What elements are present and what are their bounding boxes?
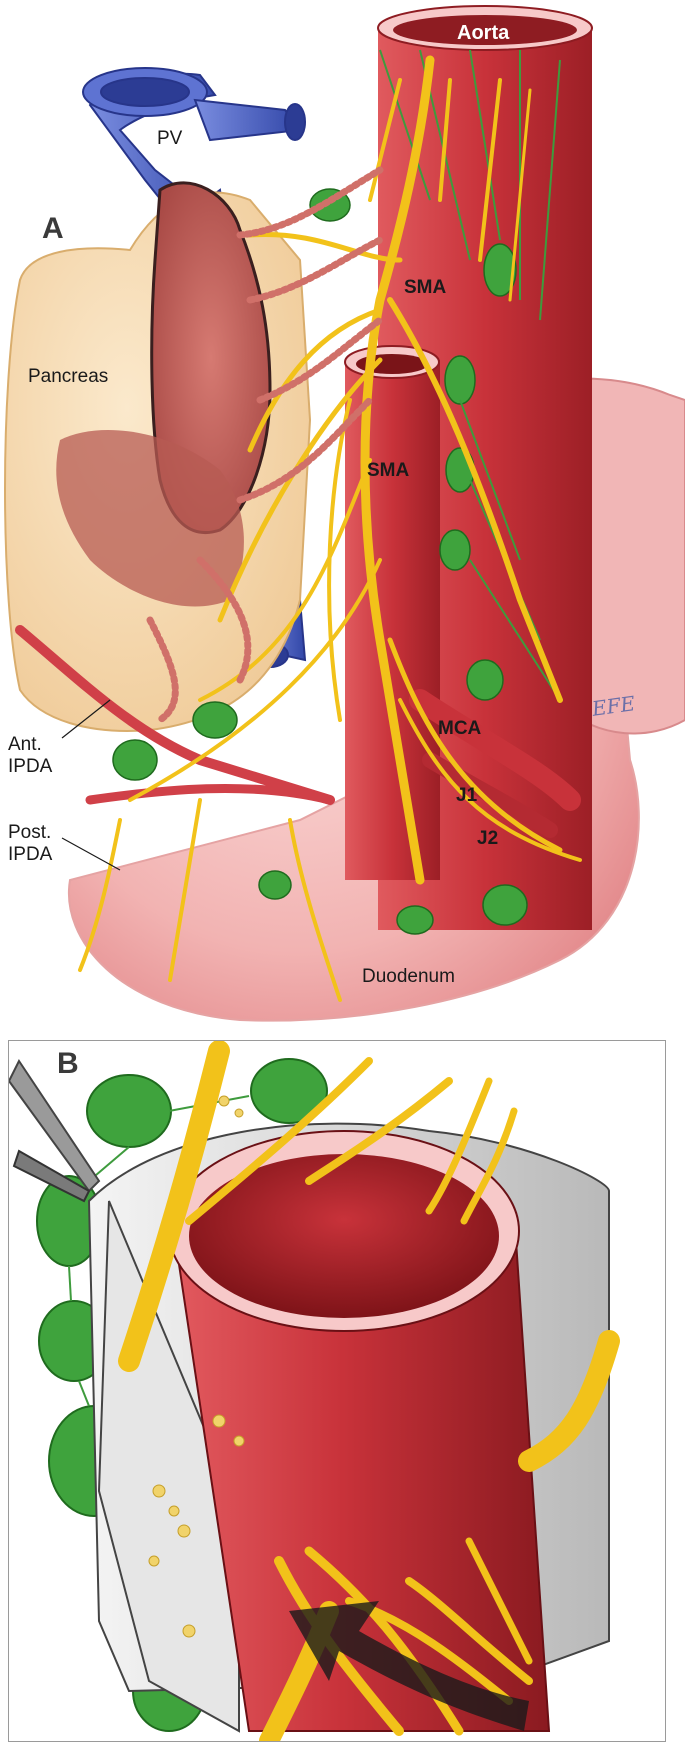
leader-lines [61,699,121,871]
panel-b-drawing [9,1041,620,1741]
panel-b-illustration: B [8,1040,666,1742]
label-duodenum: Duodenum [362,966,455,987]
artery-lumen [189,1154,499,1318]
tumor-shape [150,181,272,535]
panel-a-illustration: A Aorta PV Pancreas SMA SMA MCA J1 J2 An… [4,5,685,1022]
nerve-plexus [78,55,582,1002]
label-sma-upper: SMA [404,277,447,298]
tumor-invasion [56,430,244,607]
surgical-forceps [9,1059,101,1203]
label-j1: J1 [456,785,478,806]
fat-globules [148,1095,245,1638]
label-ant-ipda: Ant. IPDA [8,734,52,778]
label-post-ipda-line2: IPDA [8,844,53,865]
label-pv: PV [157,128,183,149]
panel-letter-a: A [42,212,64,245]
label-j2: J2 [477,828,499,849]
label-ant-ipda-line1: Ant. [8,734,42,755]
panel-a-drawing [4,5,685,1022]
label-pancreas: Pancreas [28,366,109,387]
tumor-strands [146,166,384,724]
label-ant-ipda-line2: IPDA [8,756,53,777]
label-aorta: Aorta [457,22,510,44]
label-sma-lower: SMA [367,460,410,481]
label-post-ipda: Post. IPDA [8,822,52,866]
dissection-arrow [289,1601,529,1731]
label-post-ipda-line1: Post. [8,822,52,843]
label-mca: MCA [438,718,482,739]
panel-letter-b: B [57,1047,79,1080]
